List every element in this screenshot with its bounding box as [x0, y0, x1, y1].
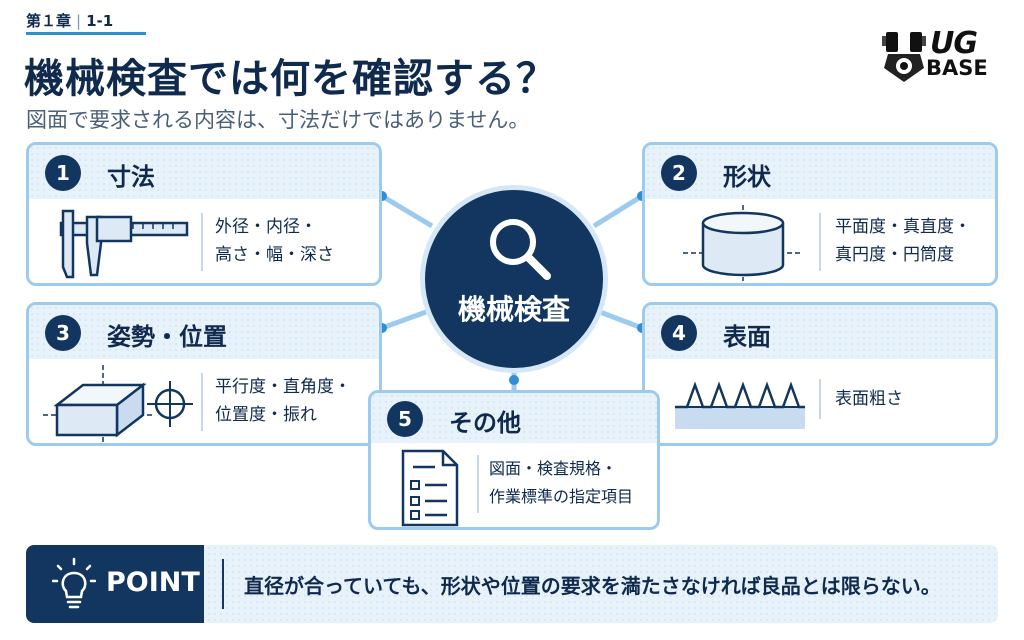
block-icon [43, 365, 153, 443]
point-tag: POINT [26, 545, 204, 623]
card-header: 4 表面 [645, 305, 995, 359]
card-divider [201, 373, 203, 431]
card-title: 表面 [723, 323, 771, 351]
caliper-icon [59, 209, 189, 279]
chapter-underline [26, 32, 146, 35]
hub-label: 機械検査 [457, 293, 570, 326]
card-header: 5 その他 [371, 393, 657, 443]
card-surface: 4 表面 表面粗さ [642, 302, 998, 446]
card-header: 1 寸法 [29, 145, 379, 199]
crosshair-icon [147, 381, 193, 427]
engine-icon [882, 32, 926, 82]
logo-text-base: BASE [926, 56, 988, 80]
card-orientation-position: 3 姿勢・位置 平行度・直角度・ 位置度・振れ [26, 302, 382, 446]
card-divider [819, 379, 821, 419]
chapter-number: 第１章 [26, 12, 72, 30]
chapter-separator: | [76, 12, 82, 30]
section-number: 1-1 [86, 12, 114, 30]
card-line: 位置度・振れ [215, 405, 317, 425]
card-description: 外径・内径・ 高さ・幅・深さ [215, 213, 334, 269]
card-title: その他 [449, 409, 521, 437]
card-number: 2 [661, 155, 697, 191]
card-header: 3 姿勢・位置 [29, 305, 379, 359]
page-title: 機械検査では何を確認する？ [24, 56, 557, 102]
point-text: 直径が合っていても、形状や位置の要求を満たさなければ良品とは限らない。 [244, 574, 941, 598]
card-description: 図面・検査規格・ 作業標準の指定項目 [489, 455, 633, 511]
card-line: 平行度・直角度・ [215, 377, 351, 397]
card-dimensions: 1 寸法 外径・内径・ 高さ・幅・深さ [26, 142, 382, 286]
card-title: 形状 [723, 163, 771, 191]
card-divider [201, 213, 203, 271]
checklist-icon [401, 449, 459, 527]
card-divider [819, 213, 821, 271]
card-line: 平面度・真直度・ [835, 217, 971, 237]
card-shape: 2 形状 平面度・真直度・ 真円度・円筒度 [642, 142, 998, 286]
card-title: 姿勢・位置 [107, 323, 227, 351]
point-separator [222, 559, 224, 609]
page-subtitle: 図面で要求される内容は、寸法だけではありません。 [26, 108, 530, 132]
card-number: 5 [387, 401, 423, 437]
point-label: POINT [106, 567, 200, 598]
card-description: 平面度・真直度・ 真円度・円筒度 [835, 213, 971, 269]
surface-roughness-icon [675, 381, 805, 429]
card-description: 平行度・直角度・ 位置度・振れ [215, 373, 351, 429]
brand-logo: UG BASE [880, 26, 1000, 86]
card-number: 3 [45, 315, 81, 351]
card-other: 5 その他 図面・検査規格・ 作業標準の指定項目 [368, 390, 660, 530]
card-line: 高さ・幅・深さ [215, 245, 334, 265]
card-title: 寸法 [107, 163, 155, 191]
card-line: 外径・内径・ [215, 217, 317, 237]
card-line: 真円度・円筒度 [835, 245, 954, 265]
card-description: 表面粗さ [835, 385, 903, 413]
card-number: 1 [45, 155, 81, 191]
hub-circle: 機械検査 [420, 185, 608, 373]
card-line: 表面粗さ [835, 389, 903, 409]
cylinder-icon [683, 205, 803, 281]
lightbulb-icon [52, 557, 96, 609]
point-bar: POINT 直径が合っていても、形状や位置の要求を満たさなければ良品とは限らない… [26, 545, 998, 623]
card-line: 図面・検査規格・ [489, 459, 618, 478]
magnifier-icon [490, 219, 551, 280]
logo-text-ug: UG [930, 26, 978, 61]
card-header: 2 形状 [645, 145, 995, 199]
card-divider [477, 455, 479, 513]
card-line: 作業標準の指定項目 [489, 487, 634, 506]
chapter-label: 第１章|1-1 [26, 10, 113, 31]
card-number: 4 [661, 315, 697, 351]
